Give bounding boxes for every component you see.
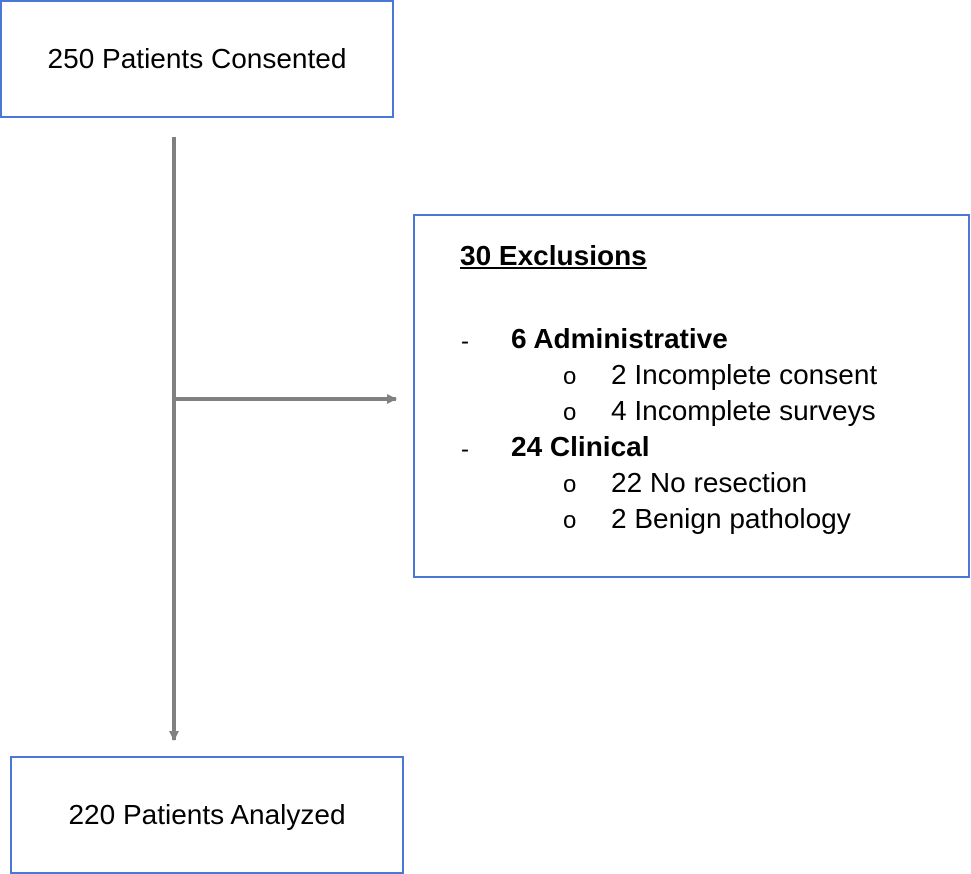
group-label-clinical: 24 Clinical <box>511 431 650 462</box>
exclusions-title: 30 Exclusions <box>460 240 647 271</box>
item-bullet: o <box>563 507 577 534</box>
group-marker: - <box>461 328 469 355</box>
item-bullet: o <box>563 399 577 426</box>
item-benign-pathology: 2 Benign pathology <box>611 503 851 534</box>
analyzed-box: 220 Patients Analyzed <box>10 756 404 874</box>
group-marker: - <box>461 436 469 463</box>
item-incomplete-surveys: 4 Incomplete surveys <box>611 395 876 426</box>
consented-box: 250 Patients Consented <box>0 0 394 118</box>
item-incomplete-consent: 2 Incomplete consent <box>611 359 878 390</box>
item-bullet: o <box>563 363 577 390</box>
analyzed-label: 220 Patients Analyzed <box>68 799 346 830</box>
item-no-resection: 22 No resection <box>611 467 808 498</box>
item-bullet: o <box>563 471 577 498</box>
group-label-administrative: 6 Administrative <box>511 323 728 354</box>
consented-label: 250 Patients Consented <box>47 43 347 74</box>
exclusions-box: 30 Exclusions - 6 Administrative o 2 Inc… <box>413 214 970 578</box>
